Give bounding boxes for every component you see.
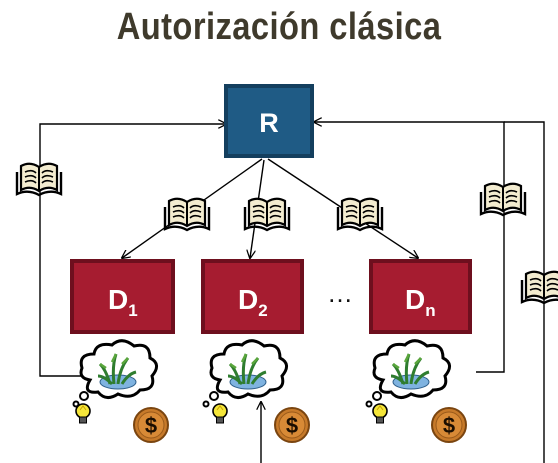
loop-right-inner <box>314 122 505 373</box>
loop-right-outer <box>504 121 545 463</box>
node-root: R <box>224 84 314 158</box>
coin-icon: $ <box>431 407 467 443</box>
coin-icon: $ <box>274 407 310 443</box>
node-dn-label: Dn <box>405 284 436 320</box>
book-icon <box>479 182 527 217</box>
coin-symbol: $ <box>145 413 157 438</box>
book-icon <box>336 197 384 232</box>
node-d2-label: D2 <box>238 284 268 320</box>
loop-left <box>39 124 226 377</box>
book-icon <box>163 197 211 232</box>
node-d1-label: D1 <box>108 284 138 320</box>
node-root-label: R <box>259 108 279 138</box>
book-icon <box>520 270 558 305</box>
book-icon <box>243 197 291 232</box>
lightbulb-icon <box>75 403 91 424</box>
ellipsis: … <box>327 278 353 308</box>
lightbulb-icon <box>372 403 388 424</box>
thought-cloud-icon <box>72 339 159 408</box>
lightbulb-icon <box>212 403 228 424</box>
coin-symbol: $ <box>443 413 455 438</box>
thought-cloud-icon <box>202 339 289 408</box>
coin-symbol: $ <box>286 413 298 438</box>
book-icon <box>15 162 63 197</box>
node-d2: D2 <box>201 259 304 334</box>
thought-cloud-icon <box>365 339 452 408</box>
page-title: Autorización clásica <box>116 6 442 48</box>
node-d1: D1 <box>70 259 175 334</box>
node-dn: Dn <box>369 259 472 334</box>
coin-icon: $ <box>133 407 169 443</box>
